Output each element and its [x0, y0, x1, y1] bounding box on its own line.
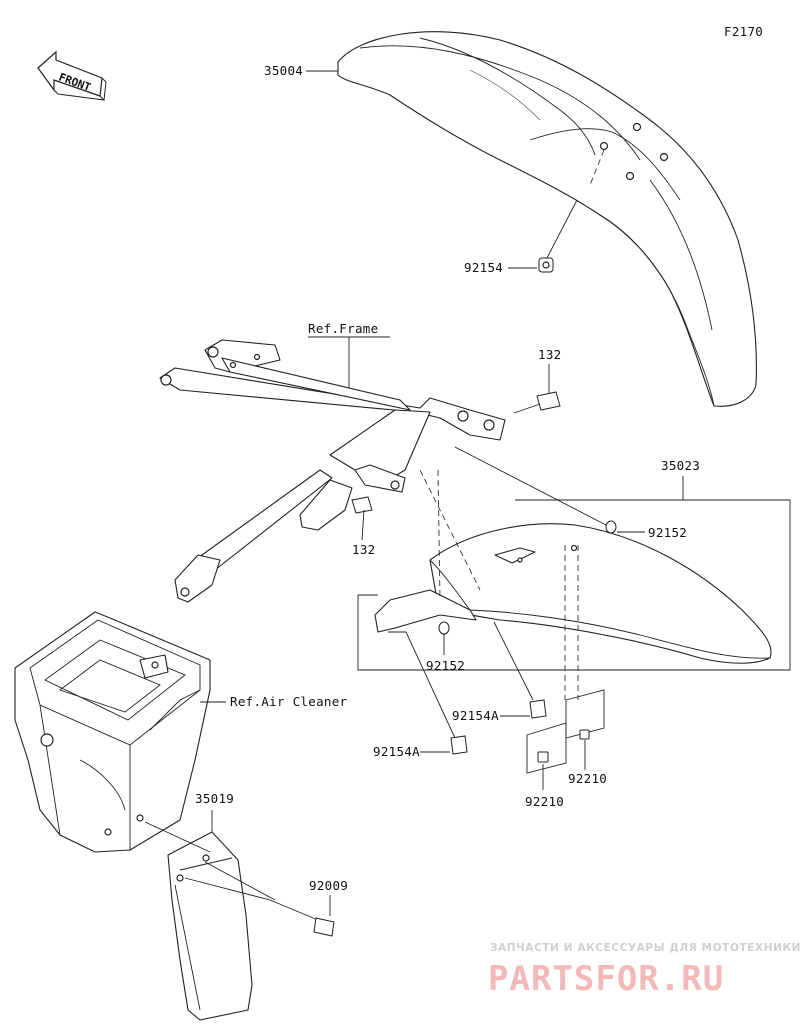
label-92154A-right: 92154A [452, 708, 499, 723]
diagram-id: F2170 [724, 24, 763, 39]
label-92210-right: 92210 [568, 771, 607, 786]
bolt-132-upper [513, 364, 561, 414]
clip-nut-92210-right [565, 689, 605, 770]
label-35023: 35023 [661, 458, 700, 473]
label-35004: 35004 [264, 63, 303, 78]
screw-92009 [184, 861, 335, 937]
label-35019: 35019 [195, 791, 234, 806]
bolt-92154A-left [388, 631, 468, 755]
label-92152-left: 92152 [426, 658, 465, 673]
front-arrow-icon: FRONT [37, 50, 107, 102]
label-92152-right: 92152 [648, 525, 687, 540]
leader-35023-top [515, 476, 684, 501]
leader-35023-box [357, 499, 791, 671]
label-92154A-left: 92154A [373, 744, 420, 759]
mud-flap [144, 810, 253, 1021]
bolt-132-lower [351, 496, 373, 541]
clip-nut-92210-left [526, 722, 567, 790]
watermark-caption: ЗАПЧАСТИ И АКСЕССУАРЫ ДЛЯ МОТОТЕХНИКИ [490, 942, 800, 954]
label-132-lower: 132 [352, 542, 375, 557]
label-132-upper: 132 [538, 347, 561, 362]
label-ref-frame: Ref.Frame [308, 321, 378, 336]
front-fender-nut [538, 199, 578, 273]
collar-92152-right [454, 446, 617, 534]
rear-subframe [159, 339, 506, 603]
label-92210-left: 92210 [525, 794, 564, 809]
label-92154: 92154 [464, 260, 503, 275]
front-fender [337, 31, 757, 407]
watermark-brand: PARTSFOR.RU [488, 959, 724, 999]
label-92009: 92009 [309, 878, 348, 893]
air-cleaner [14, 611, 211, 853]
rear-fender [374, 469, 772, 700]
label-ref-air-cleaner: Ref.Air Cleaner [230, 694, 348, 709]
collar-92152-left [438, 621, 450, 655]
bolt-92154A-right [493, 621, 547, 719]
